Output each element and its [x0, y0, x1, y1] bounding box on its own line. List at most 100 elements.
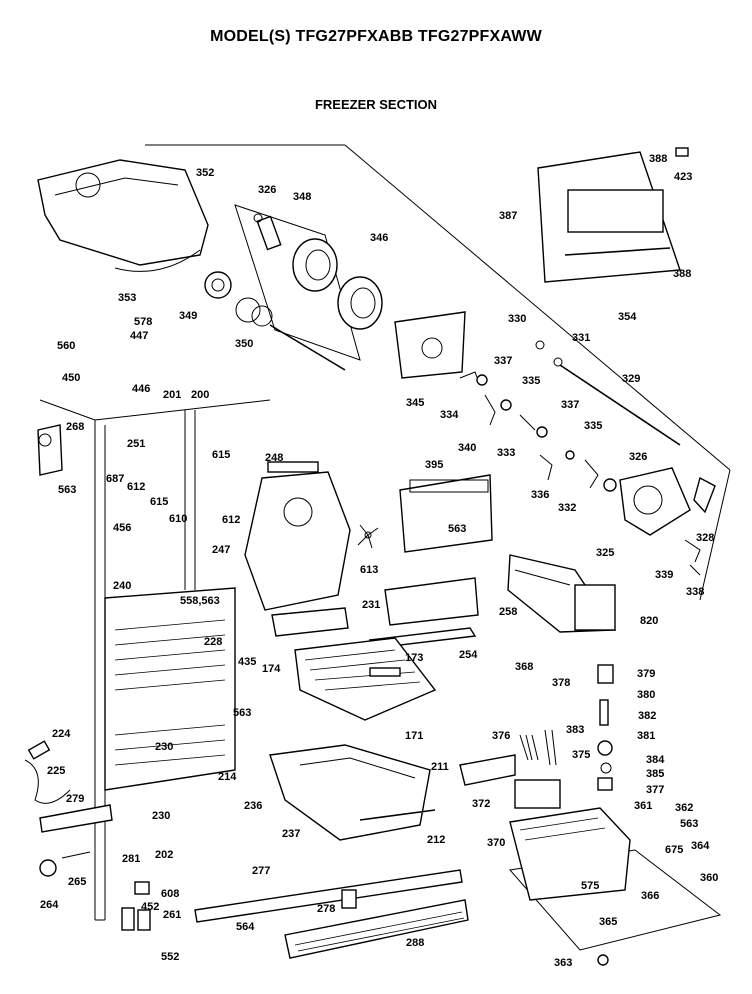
part-label: 387 [499, 210, 517, 222]
part-label: 615 [150, 496, 168, 508]
valve-parts [597, 664, 614, 791]
model-title: MODEL(S) TFG27PFXABB TFG27PFXAWW [210, 28, 542, 45]
part-label: 228 [204, 636, 222, 648]
part-label: 281 [122, 853, 140, 865]
part-label: 171 [405, 730, 423, 742]
fan-blade-613 [357, 524, 379, 549]
part-label: 612 [127, 481, 145, 493]
part-label: 563 [448, 523, 466, 535]
part-labels: 352 326 348 346 353 349 350 578 447 560 … [40, 153, 718, 969]
part-label: 224 [52, 728, 71, 740]
part-label: 277 [252, 865, 270, 877]
part-label: 211 [431, 761, 449, 773]
part-label: 334 [440, 409, 459, 421]
evaporator-panel-214 [104, 587, 236, 791]
part-label: 265 [68, 876, 86, 888]
front-grille-288 [121, 869, 469, 959]
part-label: 340 [458, 442, 476, 454]
part-label: 201 [163, 389, 181, 401]
part-label: 687 [106, 473, 124, 485]
part-label: 564 [236, 921, 255, 933]
part-label: 335 [584, 420, 602, 432]
part-label: 279 [66, 793, 84, 805]
part-label: 368 [515, 661, 533, 673]
control-rods [535, 340, 681, 446]
part-label: 578 [134, 316, 152, 328]
part-label: 348 [293, 191, 311, 203]
section-title: FREEZER SECTION [314, 97, 438, 112]
plate-345 [394, 311, 466, 379]
part-label: 388 [673, 268, 691, 280]
part-label: 328 [696, 532, 714, 544]
part-label: 378 [552, 677, 570, 689]
part-label: 376 [492, 730, 510, 742]
part-label: 608 [161, 888, 179, 900]
part-label: 375 [572, 749, 590, 761]
part-label: 237 [282, 828, 300, 840]
part-label: 329 [622, 373, 640, 385]
part-label: 254 [459, 649, 478, 661]
wire-basket-171 [294, 637, 437, 721]
part-label: 268 [66, 421, 84, 433]
part-label: 335 [522, 375, 540, 387]
part-label: 247 [212, 544, 230, 556]
fan-shroud-247-248 [244, 461, 351, 637]
ice-bucket-352 [37, 159, 209, 272]
part-label: 337 [494, 355, 512, 367]
part-label: 552 [161, 951, 179, 963]
part-label: 450 [62, 372, 80, 384]
part-label: 240 [113, 580, 131, 592]
part-label: 820 [640, 615, 658, 627]
part-label: 612 [222, 514, 240, 526]
compressor-area-360 [459, 754, 722, 966]
left-components [24, 424, 113, 877]
part-label: 558,563 [180, 595, 220, 607]
part-label: 346 [370, 232, 388, 244]
part-label: 339 [655, 569, 673, 581]
part-label: 330 [508, 313, 526, 325]
part-label: 230 [155, 741, 173, 753]
part-label: 385 [646, 768, 664, 780]
part-label: 278 [317, 903, 335, 915]
part-label: 364 [691, 840, 710, 852]
part-label: 251 [127, 438, 145, 450]
part-label: 332 [558, 502, 576, 514]
part-label: 383 [566, 724, 584, 736]
part-label: 288 [406, 937, 424, 949]
part-label: 395 [425, 459, 443, 471]
part-label: 225 [47, 765, 65, 777]
part-label: 354 [618, 311, 637, 323]
part-label: 361 [634, 800, 652, 812]
pan-211-212 [269, 744, 436, 841]
part-label: 456 [113, 522, 131, 534]
part-label: 380 [637, 689, 655, 701]
part-label: 353 [118, 292, 136, 304]
part-label: 325 [596, 547, 614, 559]
part-label: 248 [265, 452, 283, 464]
part-label: 381 [637, 730, 655, 742]
part-label: 360 [700, 872, 718, 884]
wire-harness-376 [519, 729, 557, 766]
ice-maker-820 [507, 554, 617, 633]
part-label: 212 [427, 834, 445, 846]
part-label: 331 [572, 332, 590, 344]
part-label: 388 [649, 153, 667, 165]
part-label: 370 [487, 837, 505, 849]
part-label: 366 [641, 890, 659, 902]
part-label: 447 [130, 330, 148, 342]
part-label: 336 [531, 489, 549, 501]
part-label: 610 [169, 513, 187, 525]
part-label: 261 [163, 909, 181, 921]
control-board-395 [399, 474, 493, 553]
part-label: 345 [406, 397, 424, 409]
part-label: 202 [155, 849, 173, 861]
part-label: 174 [262, 663, 281, 675]
part-label: 350 [235, 338, 253, 350]
part-label: 615 [212, 449, 230, 461]
part-label: 258 [499, 606, 517, 618]
auger-motor-325 [603, 467, 716, 576]
part-label: 349 [179, 310, 197, 322]
part-label: 382 [638, 710, 656, 722]
part-label: 377 [646, 784, 664, 796]
